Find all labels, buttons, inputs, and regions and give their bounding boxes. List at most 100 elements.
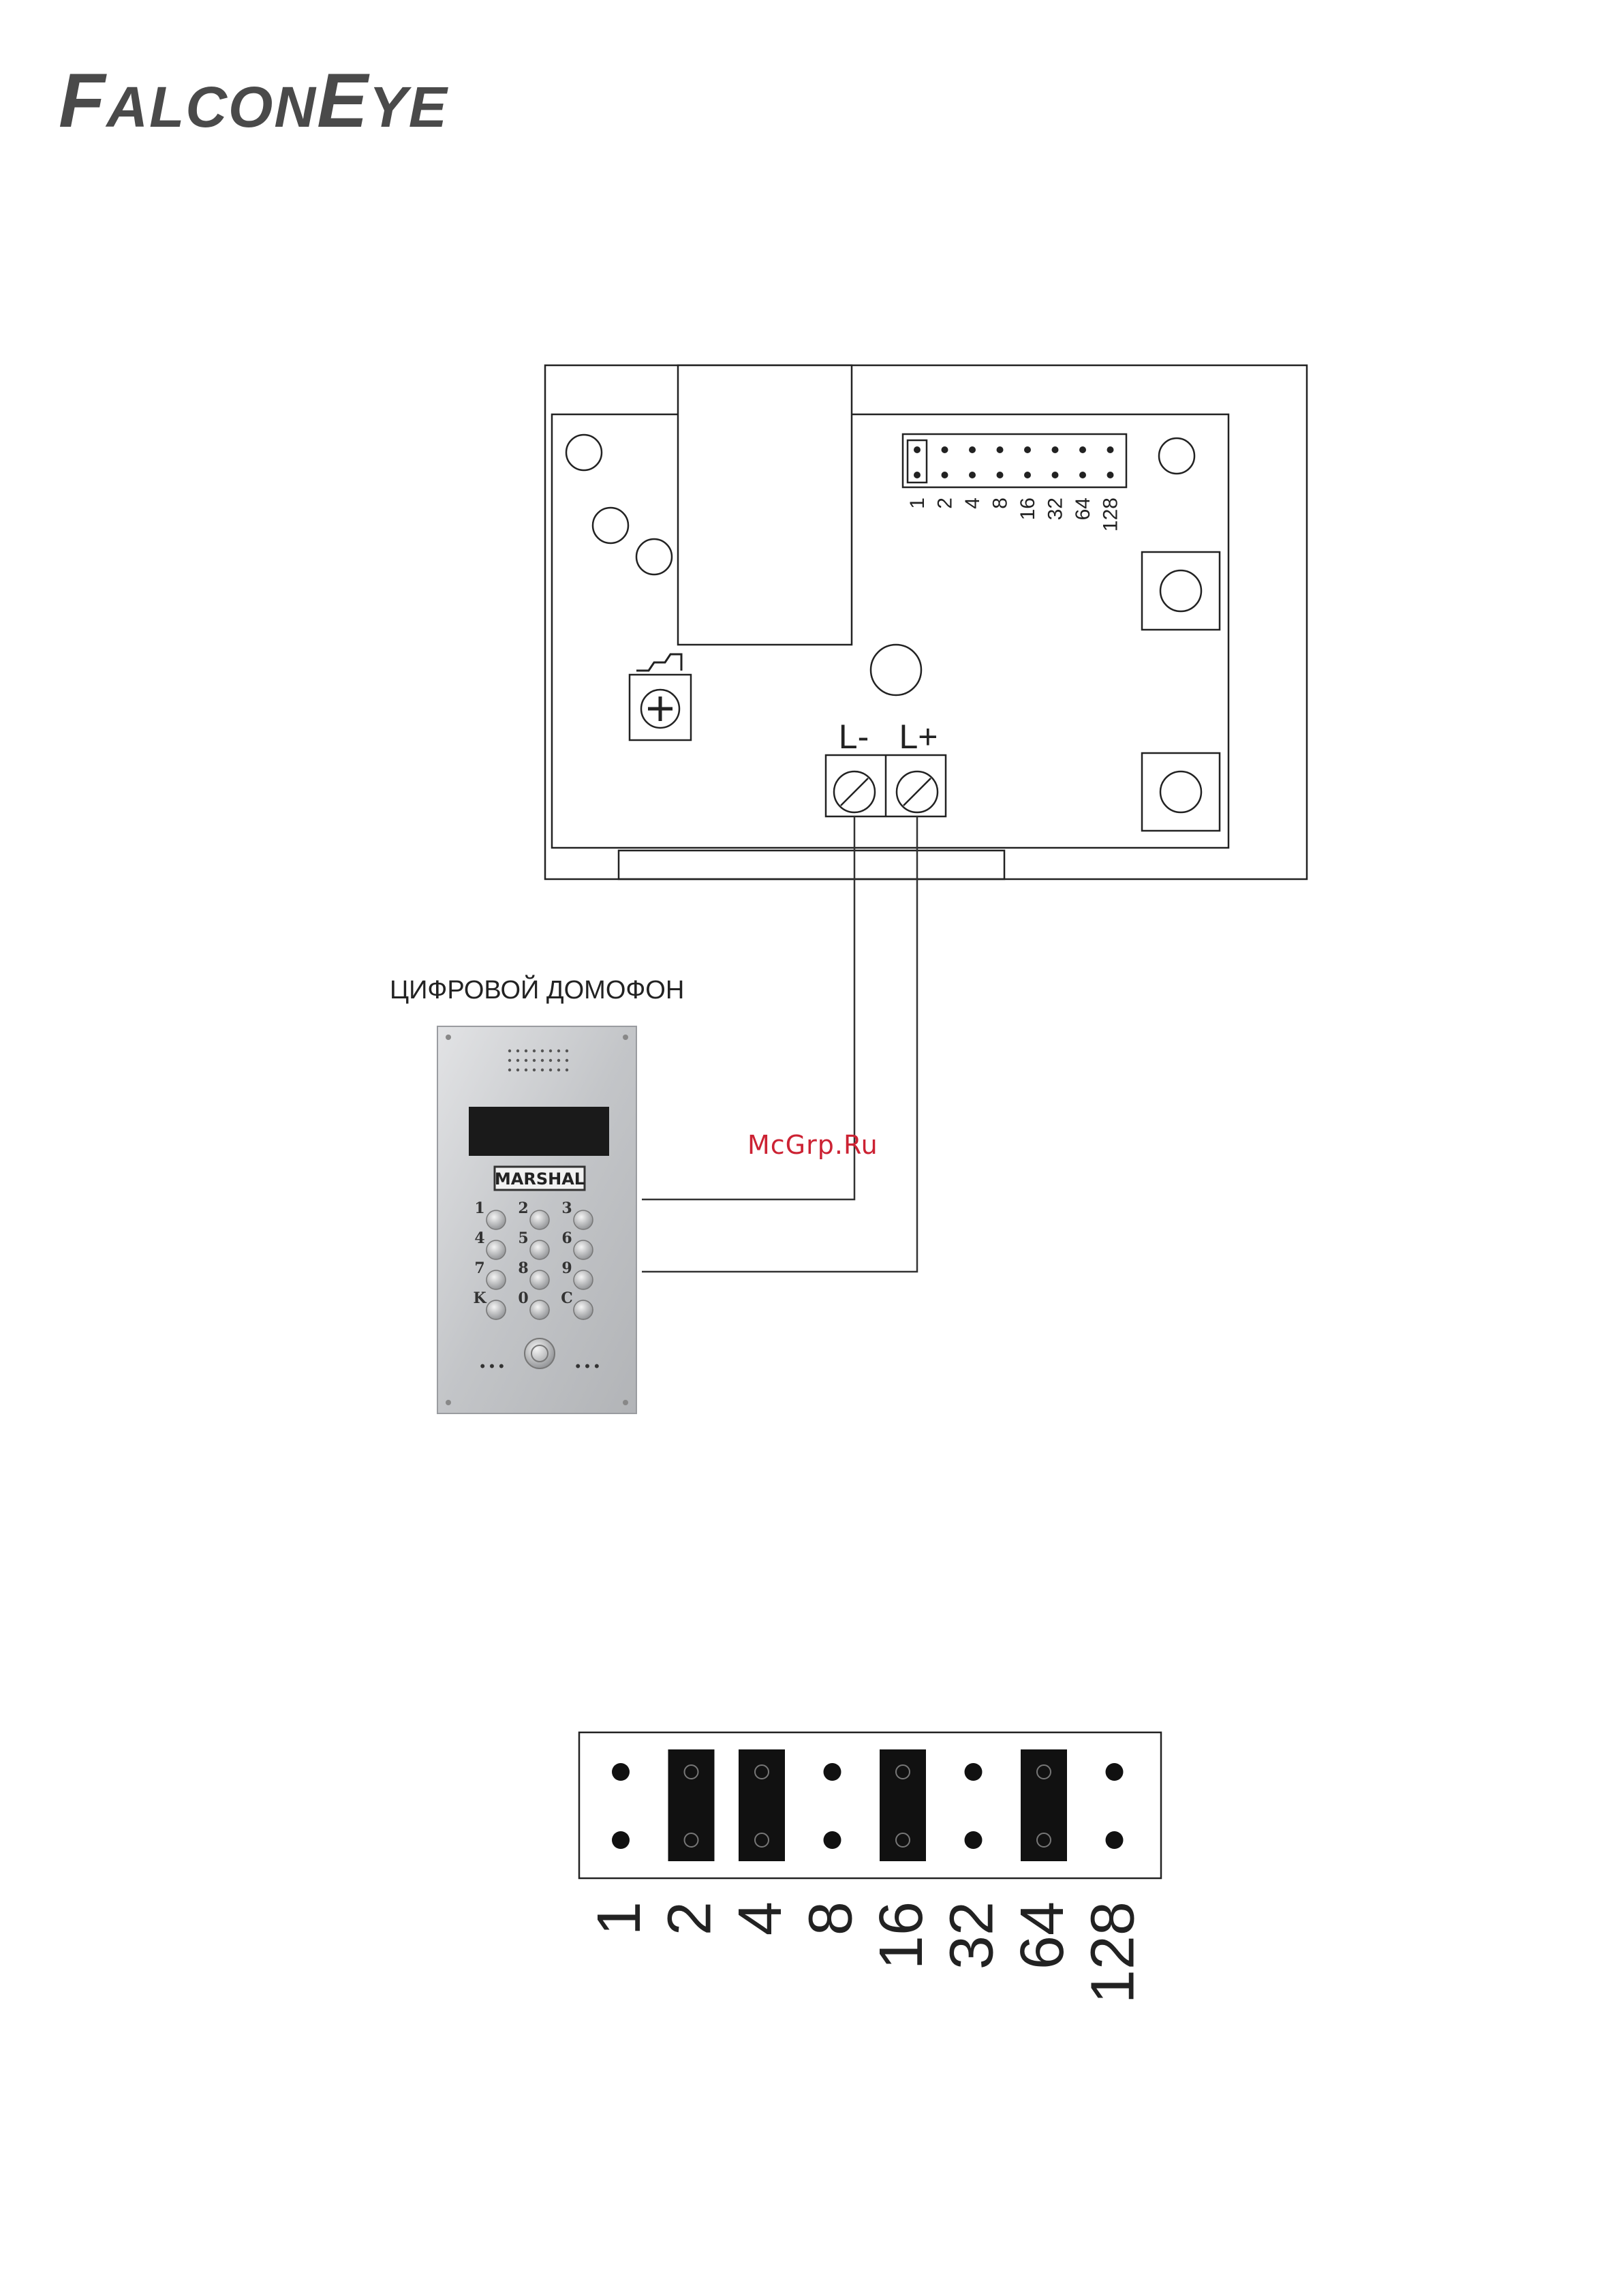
mount-hole bbox=[1159, 438, 1194, 474]
wire-l-plus bbox=[642, 816, 917, 1272]
grille-hole bbox=[516, 1059, 519, 1062]
grille-hole bbox=[508, 1059, 511, 1062]
brand-plate-text: MARSHAL bbox=[495, 1169, 585, 1189]
keypad-button bbox=[530, 1300, 549, 1319]
grille-hole bbox=[541, 1069, 544, 1071]
keypad-button bbox=[530, 1270, 549, 1289]
panel-screw bbox=[623, 1400, 628, 1405]
mount-hole bbox=[566, 435, 602, 470]
grille-hole bbox=[516, 1050, 519, 1052]
jumper-pin bbox=[896, 1833, 910, 1847]
keypad-label: 4 bbox=[474, 1229, 484, 1247]
jumper-label: 32 bbox=[938, 1901, 1006, 1970]
header-pin bbox=[1107, 472, 1114, 478]
grille-hole bbox=[541, 1059, 544, 1062]
grille-hole bbox=[549, 1069, 552, 1071]
keypad-label: K bbox=[473, 1289, 486, 1307]
grille-hole bbox=[557, 1069, 560, 1071]
jumper-label: 4 bbox=[726, 1901, 794, 1935]
header-pin bbox=[969, 446, 976, 453]
keypad-label: C bbox=[561, 1289, 573, 1307]
panel-screw bbox=[446, 1400, 451, 1405]
watermark: McGrp.Ru bbox=[747, 1130, 878, 1160]
jumper-pin bbox=[824, 1831, 841, 1849]
dip-header-pins bbox=[914, 446, 1114, 478]
header-label: 1 bbox=[906, 498, 929, 509]
keypad-button bbox=[486, 1270, 506, 1289]
grille-hole bbox=[516, 1069, 519, 1071]
jumper-pin bbox=[896, 1765, 910, 1779]
jumper-pin bbox=[824, 1763, 841, 1781]
keypad-button bbox=[574, 1270, 593, 1289]
keypad-button bbox=[486, 1240, 506, 1259]
jumper-block bbox=[612, 1749, 1124, 1861]
grille-hole bbox=[566, 1069, 568, 1071]
grille-hole bbox=[508, 1050, 511, 1052]
header-pin bbox=[1107, 446, 1114, 453]
intercom-panel: MARSHAL 123456789K0C • • • • • • bbox=[437, 1026, 636, 1413]
panel-screw bbox=[623, 1035, 628, 1040]
header-pin bbox=[969, 472, 976, 478]
grille-hole bbox=[525, 1050, 527, 1052]
grille-hole bbox=[525, 1059, 527, 1062]
panel-display bbox=[469, 1107, 609, 1156]
screw-icon bbox=[897, 771, 938, 812]
header-label: 64 bbox=[1072, 498, 1094, 520]
jumper-label: 64 bbox=[1008, 1901, 1077, 1970]
jumper-pin bbox=[612, 1831, 630, 1849]
header-pin bbox=[997, 446, 1004, 453]
call-button bbox=[525, 1338, 555, 1368]
board-bottom-tab bbox=[619, 851, 1004, 879]
keypad-label: 2 bbox=[518, 1199, 528, 1217]
keypad-label: 5 bbox=[518, 1229, 528, 1247]
grille-hole bbox=[566, 1050, 568, 1052]
keypad-button bbox=[486, 1300, 506, 1319]
panel-screw bbox=[446, 1035, 451, 1040]
intercom-caption: ЦИФРОВОЙ ДОМОФОН bbox=[390, 976, 684, 1005]
board-square-button bbox=[1142, 552, 1220, 630]
header-pin bbox=[942, 472, 948, 478]
dip-header bbox=[903, 434, 1126, 487]
header-pin bbox=[1024, 446, 1031, 453]
grille-hole bbox=[541, 1050, 544, 1052]
jumper-label: 16 bbox=[867, 1901, 936, 1970]
header-pin bbox=[942, 446, 948, 453]
keypad-label: 7 bbox=[474, 1259, 484, 1277]
keypad-label: 6 bbox=[561, 1229, 572, 1247]
keypad-label: 8 bbox=[518, 1259, 528, 1277]
jumper-label: 2 bbox=[656, 1901, 724, 1935]
terminal-label-plus: L+ bbox=[899, 718, 938, 756]
grille-hole bbox=[549, 1059, 552, 1062]
jumper-pin bbox=[755, 1765, 769, 1779]
mount-hole bbox=[636, 539, 672, 575]
jumper-pin bbox=[685, 1765, 698, 1779]
wires bbox=[642, 816, 917, 1272]
header-label: 4 bbox=[961, 498, 984, 509]
jumper-pin bbox=[612, 1763, 630, 1781]
jumper-pin bbox=[965, 1763, 983, 1781]
jumper-pin bbox=[1037, 1765, 1051, 1779]
keypad-button bbox=[574, 1210, 593, 1229]
grille-hole bbox=[566, 1059, 568, 1062]
terminal-label-minus: L- bbox=[839, 718, 869, 756]
keypad-label: 1 bbox=[474, 1199, 484, 1217]
header-label: 16 bbox=[1017, 498, 1039, 520]
jumper-pin bbox=[965, 1831, 983, 1849]
header-pin bbox=[914, 472, 921, 478]
keypad-label: 0 bbox=[518, 1289, 528, 1307]
screw-icon bbox=[834, 771, 875, 812]
panel-dots-right: • • • bbox=[575, 1358, 599, 1375]
header-pin bbox=[997, 472, 1004, 478]
grille-hole bbox=[508, 1069, 511, 1071]
board-module bbox=[678, 365, 852, 645]
jumper-pin bbox=[755, 1833, 769, 1847]
keypad-label: 9 bbox=[561, 1259, 572, 1277]
jumper-pin bbox=[1106, 1831, 1124, 1849]
header-pin bbox=[1052, 472, 1059, 478]
jumper-pin bbox=[685, 1833, 698, 1847]
header-label: 2 bbox=[934, 498, 957, 509]
grille-hole bbox=[533, 1059, 536, 1062]
header-pin bbox=[1079, 446, 1086, 453]
potentiometer-icon bbox=[630, 654, 691, 740]
grille-hole bbox=[533, 1050, 536, 1052]
